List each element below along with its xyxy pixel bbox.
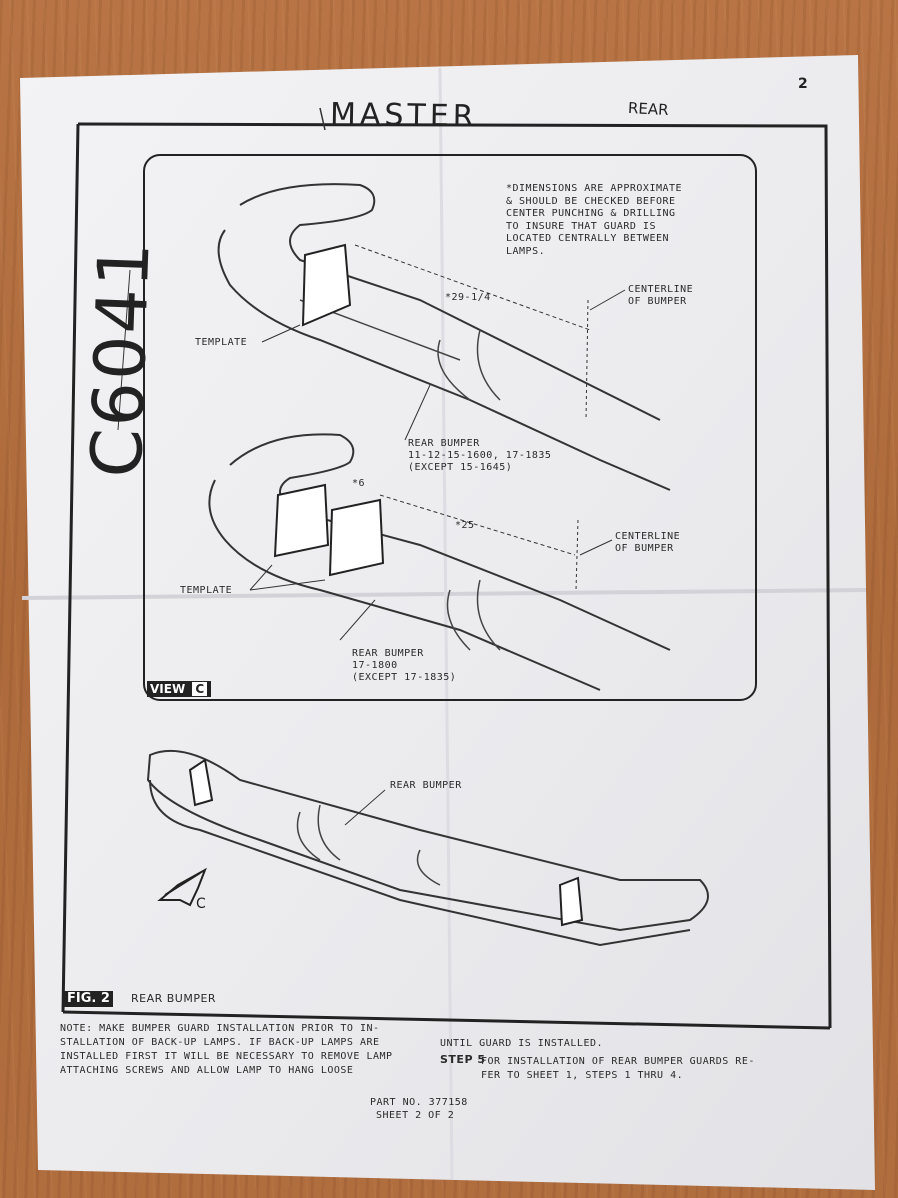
view-letter: C	[191, 681, 209, 697]
fig2-label: FIG. 2	[64, 991, 113, 1007]
step5-label: STEP 5	[440, 1053, 486, 1066]
view-label-text: VIEW	[150, 682, 186, 696]
bottom-bumper-label: REAR BUMPER 17-1800 (EXCEPT 17-1835)	[352, 648, 457, 683]
install-note: NOTE: MAKE BUMPER GUARD INSTALLATION PRI…	[60, 1023, 393, 1076]
fig2-caption: REAR BUMPER	[131, 992, 217, 1005]
part-number: PART NO. 377158	[370, 1097, 468, 1108]
corner-mark: 2	[798, 76, 808, 92]
step5-text: FOR INSTALLATION OF REAR BUMPER GUARDS R…	[481, 1056, 755, 1081]
top-centerline-label: CENTERLINE OF BUMPER	[628, 284, 694, 307]
install-note-continued: UNTIL GUARD IS INSTALLED.	[440, 1038, 604, 1049]
sheet-number: SHEET 2 OF 2	[376, 1110, 455, 1121]
top-dimension: *29-1/4	[445, 292, 491, 303]
handwritten-rear: REAR	[627, 98, 670, 120]
arrow-letter: C	[196, 896, 206, 912]
top-bumper-label: REAR BUMPER 11-12-15-1600, 17-1835 (EXCE…	[408, 438, 552, 473]
bottom-centerline-label: CENTERLINE OF BUMPER	[615, 531, 681, 554]
handwritten-master: MASTER	[329, 96, 478, 135]
bottom-template-label: TEMPLATE	[180, 585, 233, 596]
fig2-bumper-label: REAR BUMPER	[390, 780, 462, 791]
bottom-dimension: *25	[455, 520, 475, 531]
dimension-note: *DIMENSIONS ARE APPROXIMATE & SHOULD BE …	[506, 183, 683, 257]
bottom-small-dimension: *6	[352, 478, 366, 489]
top-template-label: TEMPLATE	[195, 337, 248, 348]
view-label: VIEW C	[147, 681, 212, 697]
handwritten-side-code: C6041	[75, 239, 166, 479]
